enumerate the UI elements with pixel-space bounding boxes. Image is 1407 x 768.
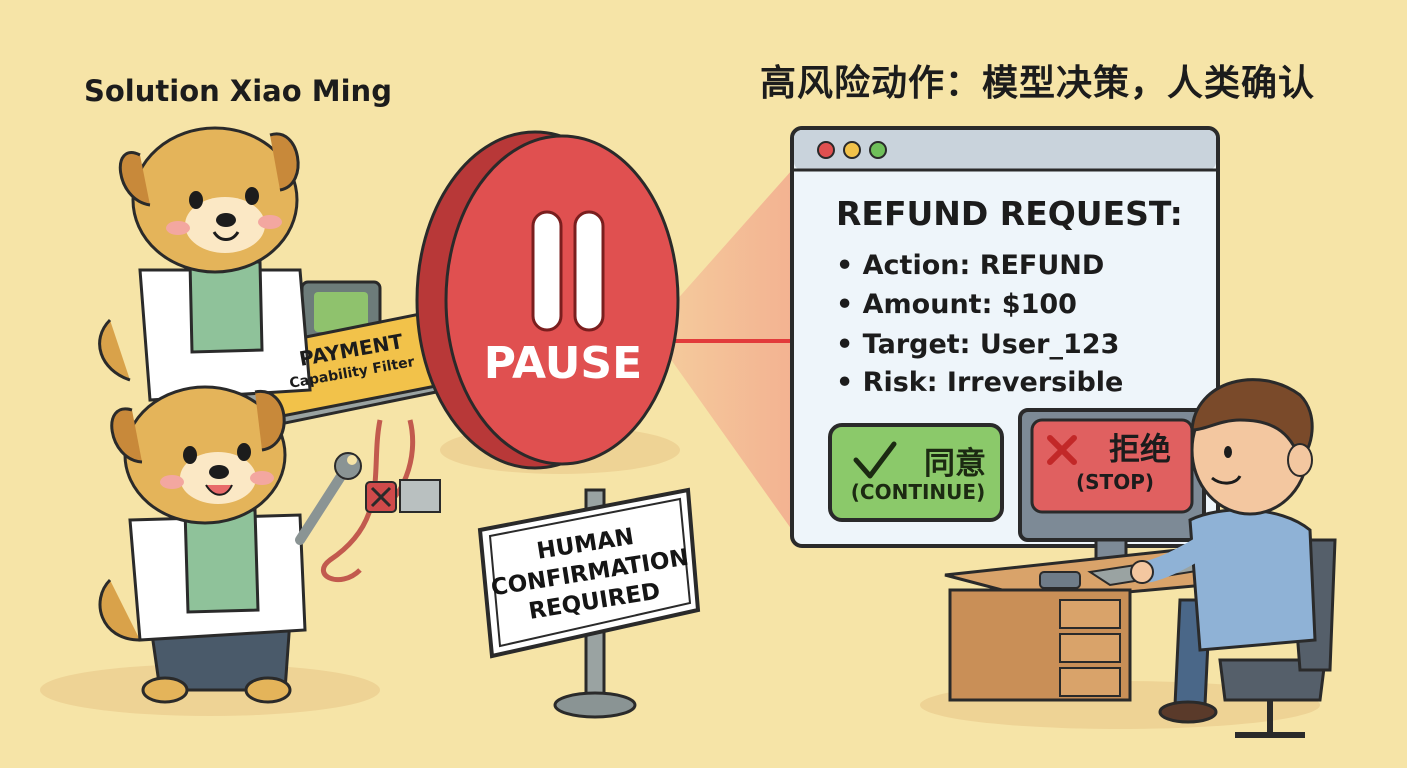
dog-character-back: [98, 126, 312, 402]
human-operator: [1130, 378, 1337, 738]
detail-action: • Action: REFUND: [836, 250, 1105, 281]
pause-label: PAUSE: [483, 338, 643, 389]
check-icon: [853, 441, 897, 479]
approve-button-shape: [828, 423, 1004, 522]
character-caption: Solution Xiao Ming: [84, 74, 392, 108]
dog-character-front: [98, 385, 362, 704]
confirmation-sign: [477, 487, 701, 719]
approve-button-label: 同意: [924, 446, 986, 482]
pause-icon: [531, 210, 605, 332]
pause-button: [415, 130, 680, 470]
reject-button-sub: (STOP): [1076, 470, 1154, 494]
detail-target: • Target: User_123: [836, 329, 1120, 360]
detail-risk: • Risk: Irreversible: [836, 367, 1124, 398]
desk: [944, 543, 1316, 702]
reject-button-label: 拒绝: [1109, 432, 1171, 468]
approve-button-sub: (CONTINUE): [850, 480, 986, 504]
x-icon: [1047, 435, 1077, 465]
headline: 高风险动作：模型决策，人类确认: [760, 63, 1316, 104]
wrench-icon: [295, 452, 362, 545]
light-beam: [650, 170, 792, 530]
detail-amount: • Amount: $100: [836, 289, 1077, 320]
panel-title: REFUND REQUEST:: [836, 194, 1183, 233]
